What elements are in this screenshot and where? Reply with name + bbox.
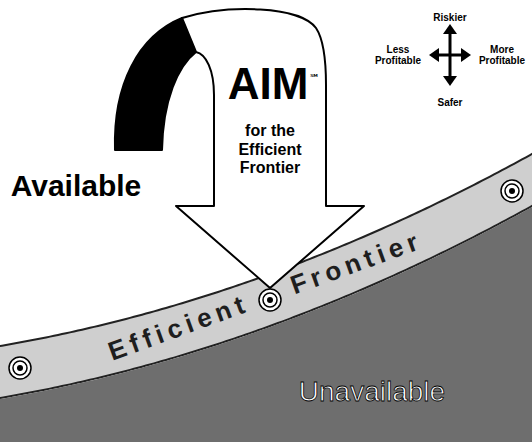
- label-holder: Available: [11, 169, 142, 204]
- label-holder: Safer: [437, 92, 462, 110]
- text-holder: Unavailable: [299, 377, 445, 408]
- region-label: Unavailable: [299, 377, 445, 408]
- compass-head: [461, 48, 471, 62]
- service-mark: ℠: [309, 73, 320, 84]
- unavailable-area: [0, 204, 532, 442]
- arrow-front-face: [176, 9, 364, 288]
- target-dot: [509, 188, 515, 194]
- target-ring: [13, 361, 27, 375]
- target-ring: [501, 180, 523, 202]
- target-marker: [501, 180, 523, 202]
- arrow-subtitle: for the Efficient Frontier: [218, 122, 322, 177]
- axis-label: Less Profitable: [371, 44, 425, 67]
- target-ring: [259, 289, 281, 311]
- target-dot: [267, 297, 273, 303]
- axis-label: More Profitable: [475, 44, 529, 67]
- compass-head: [443, 76, 457, 86]
- axis-label: Riskier: [433, 12, 466, 24]
- target-dot: [17, 365, 23, 371]
- target-ring: [9, 357, 31, 379]
- arrow-back-face: [115, 18, 196, 150]
- label-holder: Riskier: [433, 7, 466, 25]
- text-holder: for the Efficient Frontier: [218, 122, 322, 177]
- text-holder: AIM: [228, 62, 309, 106]
- label-holder: More Profitable: [475, 44, 529, 67]
- arrow-title: AIM: [228, 62, 309, 106]
- area-label: Available: [11, 169, 142, 204]
- target-marker: [259, 289, 281, 311]
- compass-head: [429, 48, 439, 62]
- compass-axis: [436, 54, 464, 57]
- label-holder: Less Profitable: [371, 44, 425, 67]
- compass: [429, 24, 471, 86]
- compass-head: [443, 24, 457, 34]
- target-ring: [263, 293, 277, 307]
- axis-label: Safer: [437, 97, 462, 109]
- target-marker: [9, 357, 31, 379]
- target-ring: [505, 184, 519, 198]
